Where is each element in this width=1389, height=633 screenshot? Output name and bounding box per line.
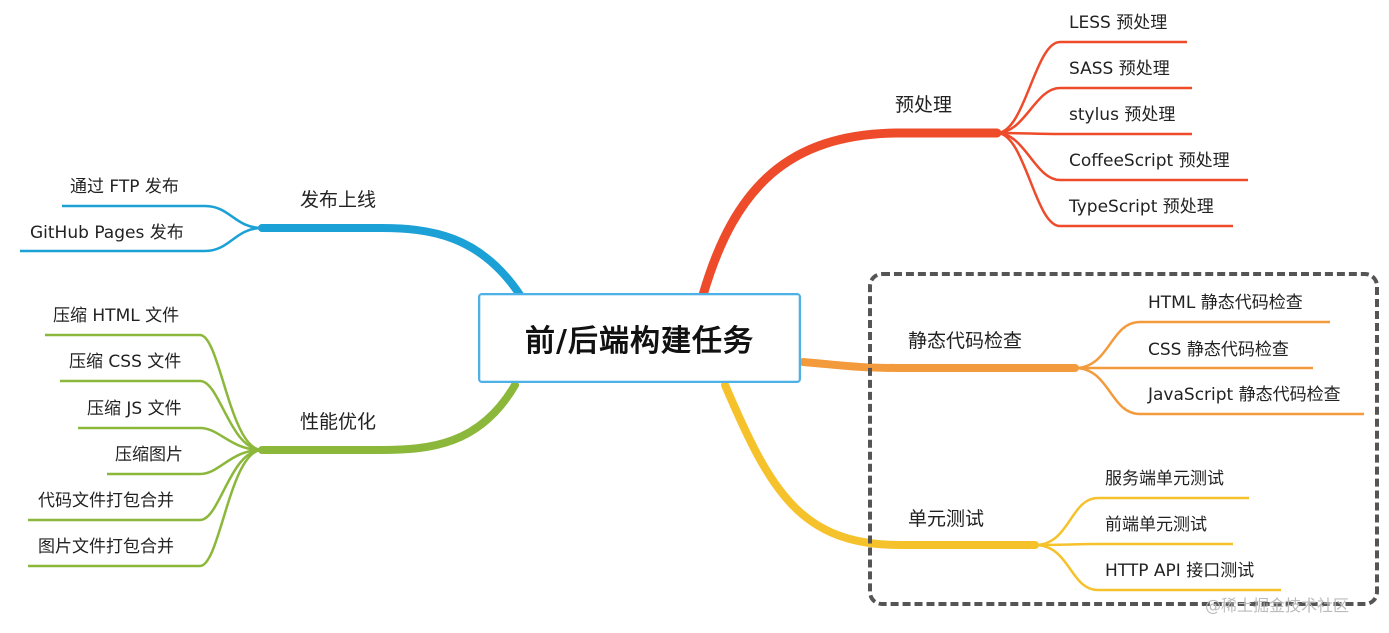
child-line-frontend-test	[1034, 542, 1233, 547]
child-line-compress-image	[107, 448, 263, 476]
child-line-compress-css	[60, 379, 263, 452]
child-line-html-check	[1074, 320, 1330, 370]
child-line-less	[996, 40, 1187, 135]
node-sass-preprocess[interactable]: SASS 预处理	[1069, 59, 1170, 79]
child-line-js-check	[1074, 366, 1364, 416]
child-line-github-pages	[20, 226, 263, 253]
node-stylus-preprocess[interactable]: stylus 预处理	[1069, 105, 1176, 125]
child-line-api-test	[1034, 543, 1281, 592]
node-coffeescript-preprocess[interactable]: CoffeeScript 预处理	[1069, 151, 1230, 171]
node-bundle-image-files[interactable]: 图片文件打包合并	[38, 537, 174, 557]
node-http-api-test[interactable]: HTTP API 接口测试	[1105, 561, 1255, 581]
node-github-pages-publish[interactable]: GitHub Pages 发布	[30, 223, 184, 243]
branch-publish[interactable]: 发布上线	[300, 189, 377, 211]
child-line-compress-html	[45, 333, 263, 452]
highlight-dashed-frame	[868, 272, 1379, 606]
branch-preprocess[interactable]: 预处理	[895, 94, 953, 116]
node-compress-css[interactable]: 压缩 CSS 文件	[69, 352, 182, 372]
node-less-preprocess[interactable]: LESS 预处理	[1069, 13, 1168, 33]
node-html-static-check[interactable]: HTML 静态代码检查	[1148, 293, 1303, 313]
branch-line-unit-test	[721, 381, 1039, 549]
node-compress-html[interactable]: 压缩 HTML 文件	[53, 306, 180, 326]
node-compress-image[interactable]: 压缩图片	[115, 445, 183, 465]
node-compress-js[interactable]: 压缩 JS 文件	[87, 399, 182, 419]
child-line-typescript	[996, 131, 1233, 228]
node-frontend-unit-test[interactable]: 前端单元测试	[1105, 515, 1207, 535]
node-css-static-check[interactable]: CSS 静态代码检查	[1148, 340, 1289, 360]
node-typescript-preprocess[interactable]: TypeScript 预处理	[1069, 197, 1214, 217]
child-line-bundle-code	[28, 448, 263, 522]
root-node[interactable]: 前/后端构建任务	[478, 293, 801, 383]
watermark: @稀土掘金技术社区	[1205, 596, 1350, 615]
node-bundle-code-files[interactable]: 代码文件打包合并	[38, 491, 174, 511]
child-line-compress-js	[78, 426, 263, 452]
branch-line-preprocess	[698, 128, 1002, 300]
root-label: 前/后端构建任务	[525, 324, 754, 359]
branch-line-static-check	[799, 358, 1079, 372]
child-line-stylus	[996, 131, 1192, 136]
child-line-bundle-image	[28, 448, 263, 568]
node-js-static-check[interactable]: JavaScript 静态代码检查	[1148, 385, 1341, 405]
node-ftp-publish[interactable]: 通过 FTP 发布	[70, 177, 179, 197]
child-line-server-test	[1034, 496, 1249, 547]
branch-unit-test[interactable]: 单元测试	[908, 508, 985, 530]
child-line-sass	[996, 86, 1192, 135]
child-line-ftp	[62, 204, 263, 230]
node-server-unit-test[interactable]: 服务端单元测试	[1105, 469, 1224, 489]
branch-line-performance	[258, 381, 519, 454]
child-line-coffeescript	[996, 131, 1248, 182]
branch-static-check[interactable]: 静态代码检查	[908, 330, 1023, 352]
branch-line-publish	[258, 224, 524, 299]
branch-performance[interactable]: 性能优化	[300, 411, 377, 433]
